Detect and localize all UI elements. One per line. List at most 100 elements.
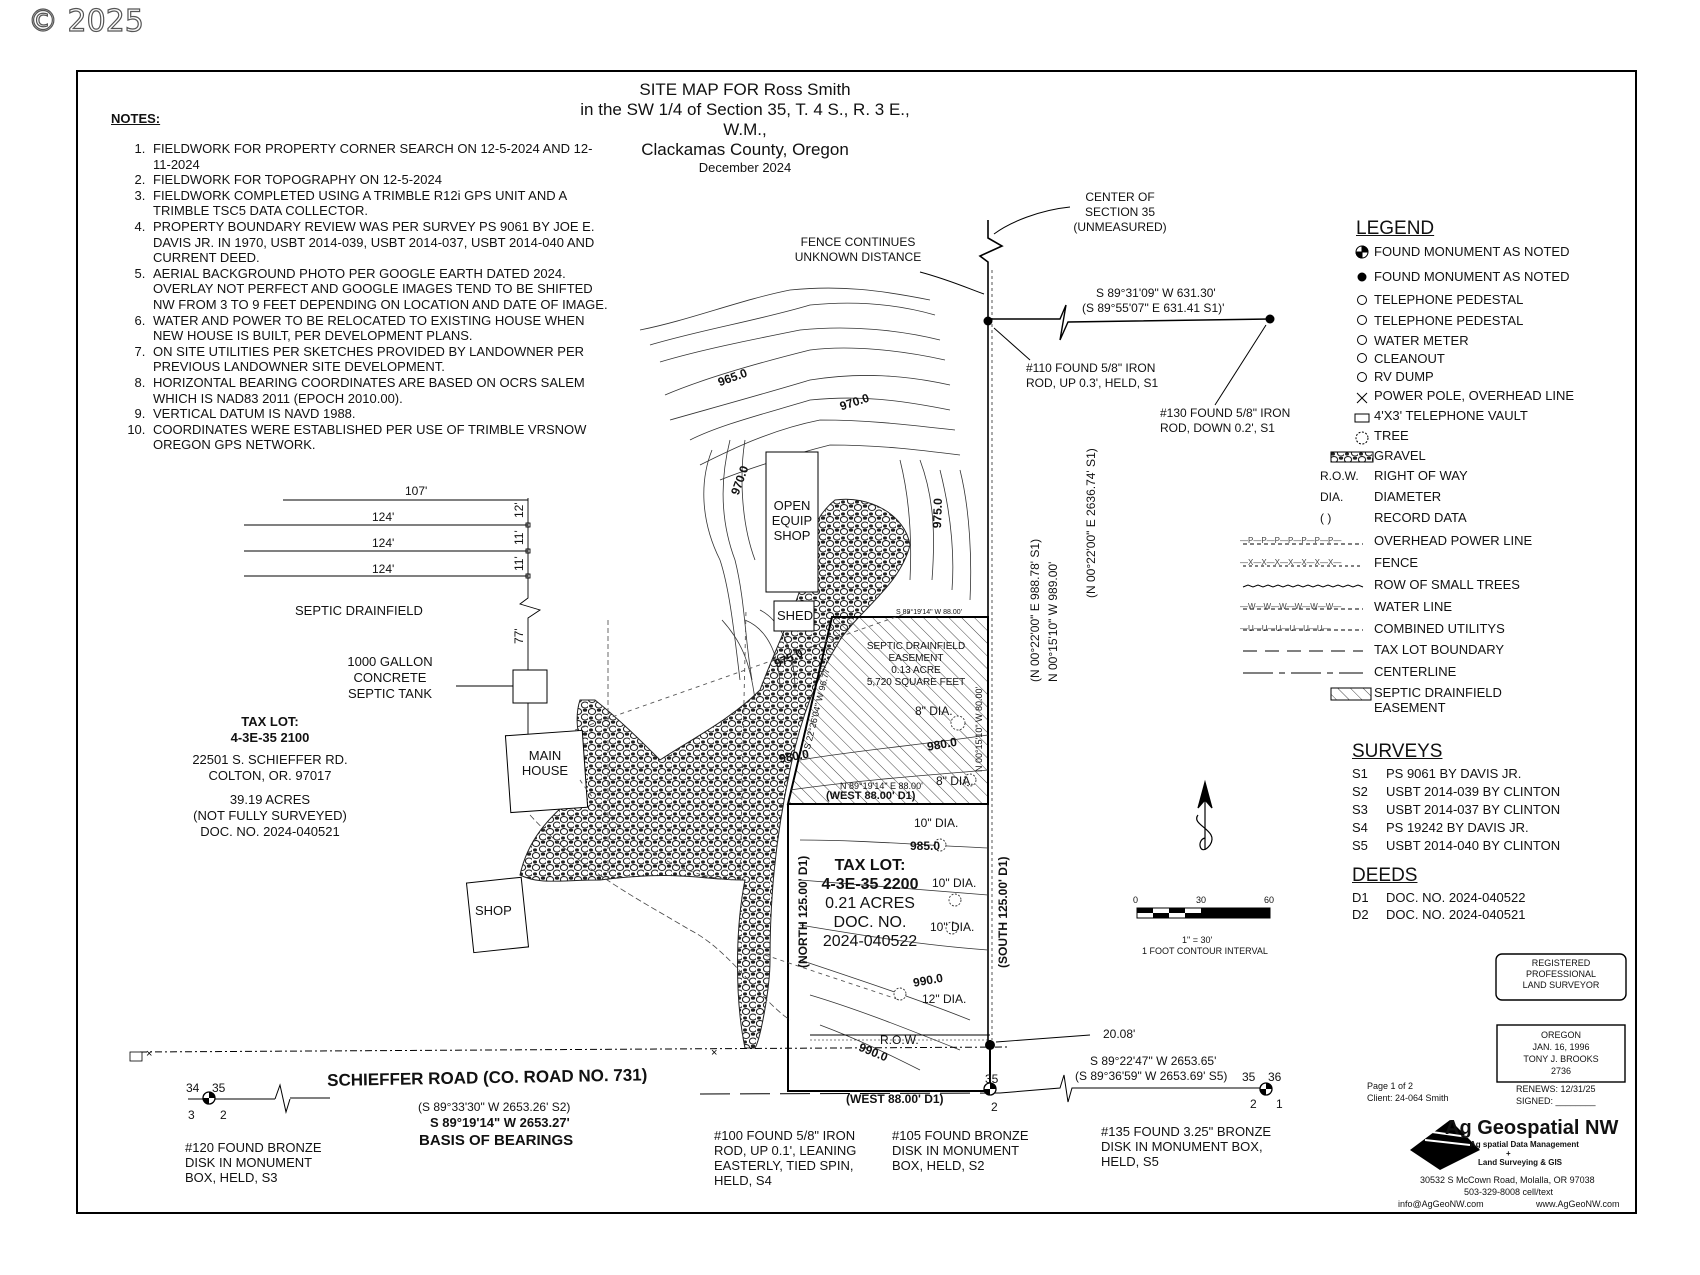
legend-symbol: DIA. [1320, 490, 1344, 504]
survey-code: S2 [1352, 784, 1368, 799]
drainfield-lines [244, 498, 542, 737]
surveyor-stamp-text: REGISTERED PROFESSIONAL LAND SURVEYOR [1522, 958, 1600, 990]
north-arrow [1196, 779, 1213, 851]
legend-item: TELEPHONE PEDESTAL [1374, 292, 1524, 307]
tax-lot-2200-boundary [787, 804, 991, 1092]
legend-item: GRAVEL [1374, 448, 1426, 463]
survey-text: USBT 2014-039 BY CLINTON [1386, 784, 1561, 799]
fence-continues-label: FENCE CONTINUES UNKNOWN DISTANCE [794, 235, 922, 264]
easement-bottom-bearing: N 89°19'14" E 88.00' [840, 781, 923, 791]
easement-top-bearing: S 89°19'14" W 88.00' [896, 609, 962, 616]
survey-text: PS 9061 BY DAVIS JR. [1386, 766, 1522, 781]
note-item: PROPERTY BOUNDARY REVIEW WAS PER SURVEY … [149, 219, 609, 266]
survey-code: S5 [1352, 838, 1368, 853]
monument-130-label: #130 FOUND 5/8" IRON ROD, DOWN 0.2', S1 [1160, 406, 1291, 435]
legend-item: CENTERLINE [1374, 664, 1457, 679]
company-phone: 503-329-8008 cell/text [1464, 1187, 1554, 1197]
tree-dia-label: 10" DIA. [932, 876, 977, 890]
map-title: SITE MAP FOR Ross Smith in the SW 1/4 of… [560, 80, 930, 176]
monument-120-label: #120 FOUND BRONZE DISK IN MONUMENT BOX, … [185, 1140, 322, 1185]
deeds-heading: DEEDS [1352, 865, 1418, 886]
survey-text: USBT 2014-040 BY CLINTON [1386, 838, 1561, 853]
east-bearing: S 89°22'47" W 2653.65' [1090, 1054, 1217, 1068]
drainfield-dim: 124' [372, 536, 395, 550]
tax-lot-2200-label: TAX LOT: 4-3E-35 2200 0.21 ACRES DOC. NO… [821, 857, 919, 950]
surveyor-stamp-box [1495, 953, 1627, 1001]
section-number: 35 [1242, 1070, 1256, 1084]
east-bearing-record: (S 89°36'59" W 2653.69' S5) [1075, 1069, 1228, 1083]
title-line1: SITE MAP FOR Ross Smith [639, 80, 851, 99]
contour-lines [639, 287, 989, 1071]
note-item: ON SITE UTILITIES PER SKETCHES PROVIDED … [149, 344, 609, 375]
company-website[interactable]: www.AgGeoNW.com [1536, 1199, 1620, 1209]
road-bearing-record: (S 89°33'30" W 2653.26' S2) [418, 1100, 571, 1114]
west-88-d1-label: (WEST 88.00' D1) [826, 790, 916, 802]
scale-bar [1136, 907, 1271, 919]
renews-date: RENEWS: 12/31/25 [1516, 1084, 1596, 1094]
title-date: December 2024 [698, 160, 792, 175]
shop-outline [465, 876, 530, 954]
contour-label: 985.0 [910, 839, 941, 853]
road-bearing: S 89°19'14" W 2653.27' [430, 1115, 570, 1130]
survey-code: S3 [1352, 802, 1368, 817]
section-number: 2 [220, 1108, 227, 1122]
legend-item: DIAMETER [1374, 489, 1442, 504]
company-name: Ag Geospatial NW [1445, 1117, 1619, 1139]
survey-code: S1 [1352, 766, 1368, 781]
legend-item: COMBINED UTILITYS [1374, 621, 1505, 636]
legend-symbol: —U—U—U—U—U—U— [1240, 624, 1331, 633]
center-section-label: CENTER OF SECTION 35 (UNMEASURED) [1073, 190, 1167, 234]
note-item: VERTICAL DATUM IS NAVD 1988. [149, 406, 609, 422]
legend-item: WATER METER [1374, 333, 1469, 348]
legend-item: TAX LOT BOUNDARY [1374, 642, 1505, 657]
drainfield-dim: 124' [372, 562, 395, 576]
scale-tick-30: 30 [1196, 895, 1207, 905]
tax-lot-2100-label: TAX LOT: 4-3E-35 2100 22501 S. SCHIEFFER… [192, 714, 348, 839]
tree-dia-label: 10" DIA. [930, 920, 975, 934]
note-item: FIELDWORK COMPLETED USING A TRIMBLE R12i… [149, 188, 609, 219]
legend-item: TREE [1374, 428, 1409, 443]
overhead-power-line [139, 1046, 1011, 1053]
south-125-label: (SOUTH 125.00' D1) [996, 856, 1010, 968]
legend-item: POWER POLE, OVERHEAD LINE [1374, 388, 1575, 403]
legend-item: SEPTIC DRAINFIELD EASEMENT [1374, 685, 1502, 715]
legend-item: RECORD DATA [1374, 510, 1467, 525]
title-line2: in the SW 1/4 of Section 35, T. 4 S., R.… [580, 100, 910, 139]
legend-item: FOUND MONUMENT AS NOTED [1374, 244, 1570, 259]
section-number: 1 [1276, 1097, 1283, 1111]
line-to-mon130 [988, 304, 1271, 341]
tree-dia-label: 10" DIA. [914, 816, 959, 830]
section-number: 35 [985, 1072, 999, 1086]
scale-ratio: 1" = 30' [1182, 935, 1213, 945]
drainfield-dim: 124' [372, 510, 395, 524]
legend-item: WATER LINE [1374, 599, 1453, 614]
legend-item: FENCE [1374, 555, 1419, 570]
septic-drainfield-label: SEPTIC DRAINFIELD [295, 603, 423, 618]
drainfield-dim: 11' [512, 556, 526, 571]
survey-text: USBT 2014-037 BY CLINTON [1386, 802, 1561, 817]
contour-label: 975.0 [930, 497, 946, 529]
legend-symbol: R.O.W. [1320, 469, 1359, 483]
main-house-label: MAIN HOUSE [521, 748, 569, 778]
legend-symbols [1242, 245, 1374, 701]
map-border [76, 70, 1637, 1214]
page-number: Page 1 of 2 [1367, 1081, 1414, 1091]
note-item: HORIZONTAL BEARING COORDINATES ARE BASED… [149, 375, 609, 406]
notes-heading: NOTES: [111, 111, 161, 126]
section-number: 34 [186, 1081, 200, 1095]
notes-list: FIELDWORK FOR PROPERTY CORNER SEARCH ON … [111, 141, 609, 453]
monument-135-label: #135 FOUND 3.25" BRONZE DISK IN MONUMENT… [1101, 1124, 1272, 1169]
company-email[interactable]: info@AgGeoNW.com [1398, 1199, 1484, 1209]
bearing-top-record: (S 89°55'07" E 631.41 S1)' [1082, 301, 1225, 315]
legend-symbol: ( ) [1320, 511, 1332, 525]
legend-item: ROW OF SMALL TREES [1374, 577, 1520, 592]
tree-dia-label: 12" DIA. [922, 992, 967, 1006]
shop-label: SHOP [475, 903, 512, 918]
oregon-stamp-box [1496, 1024, 1626, 1083]
legend-item: 4'X3' TELEPHONE VAULT [1374, 408, 1528, 423]
scale-tick-0: 0 [1133, 895, 1139, 905]
note-item: FIELDWORK FOR TOPOGRAPHY ON 12-5-2024 [149, 172, 609, 188]
legend-symbol: —X—X—X—X—X—X—X— [1240, 558, 1342, 567]
east-property-line [978, 220, 1004, 1044]
